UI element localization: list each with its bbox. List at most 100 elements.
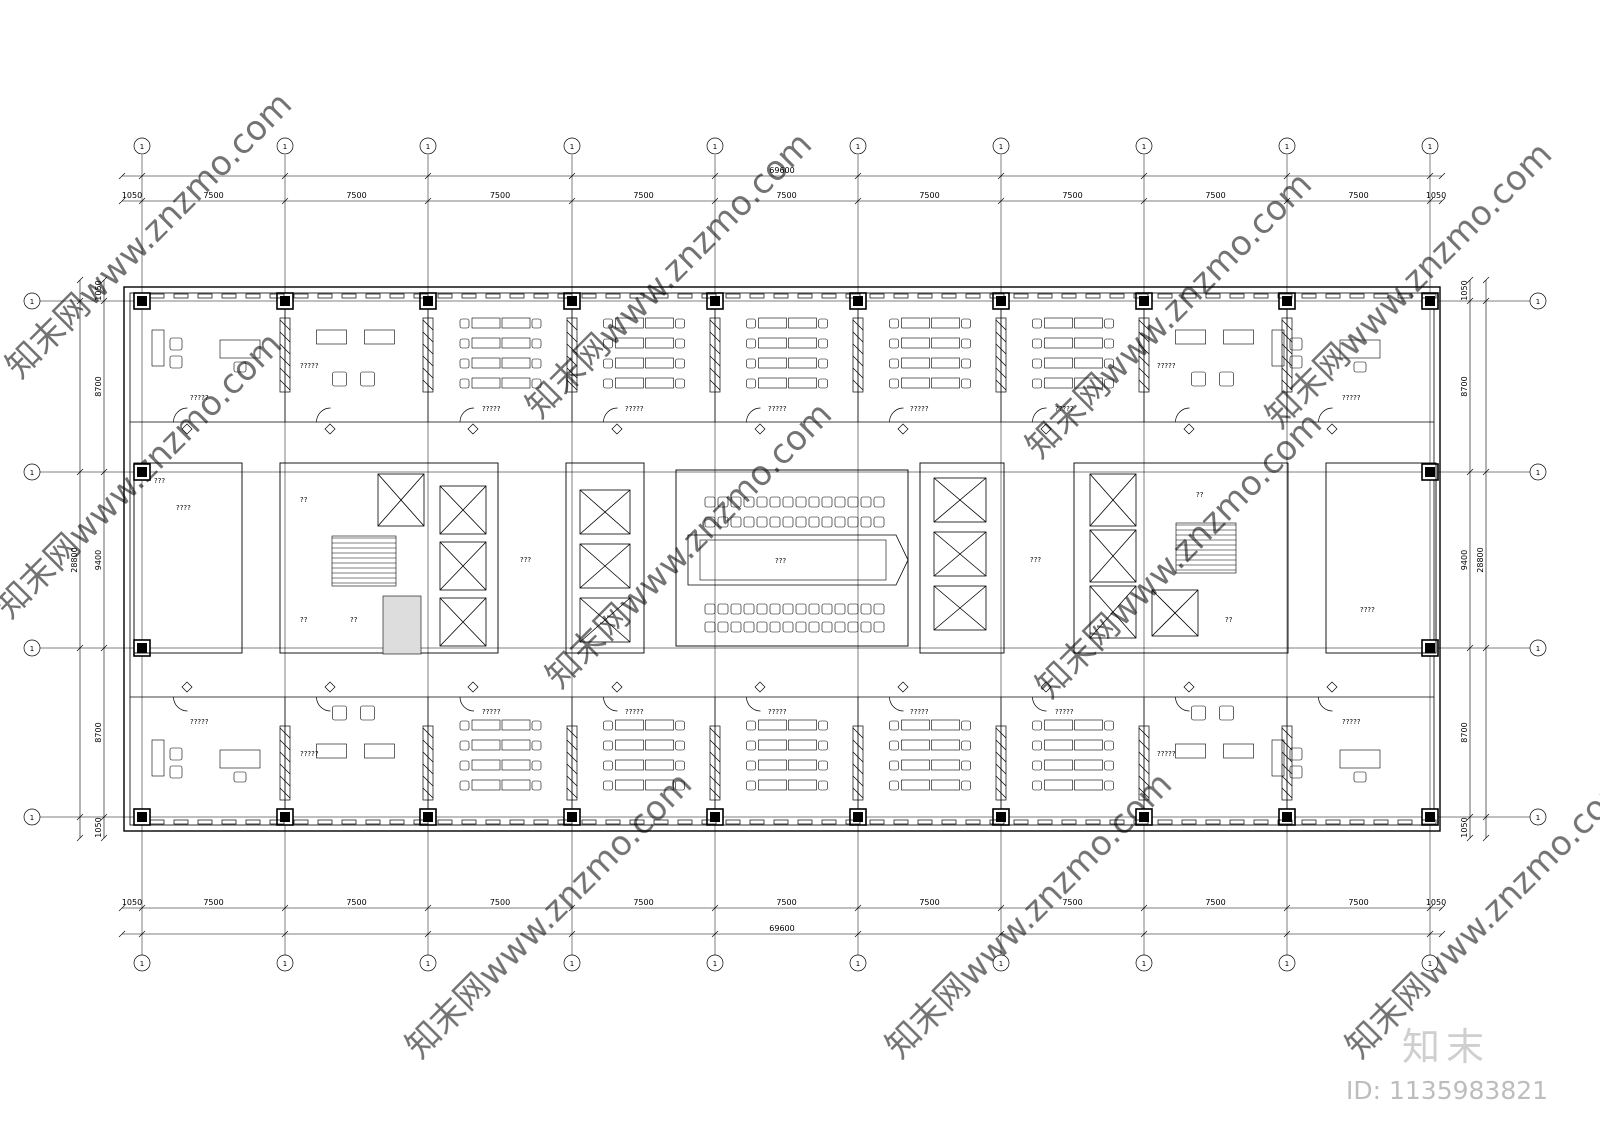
meeting-seat [756,516,768,528]
room-label: ????? [768,405,787,413]
desk [615,779,644,791]
window-mark [1013,293,1029,299]
dim-bay-label: 7500 [1348,898,1368,907]
window-mark [173,293,189,299]
stairs [331,522,1237,655]
partition-hatch [566,343,578,355]
meeting-seat [743,496,755,508]
room-label: ????? [300,750,319,758]
meeting-seat [808,621,820,633]
partition-hatch [1138,727,1150,739]
room-label: ????? [1342,394,1361,402]
window-mark [1301,819,1317,825]
chair [1104,338,1114,349]
light-fixture [1183,681,1195,693]
armchair [1191,371,1206,387]
partition-hatch [852,751,864,763]
armchair [332,371,347,387]
meeting-seat [834,603,846,615]
window-mark [773,819,789,825]
partition-hatch [995,751,1007,763]
dim-bay-label: 7500 [346,191,366,200]
elevator-car [579,489,631,535]
axis-bubble [1278,137,1296,155]
dim-end-label: 1050 [122,898,142,907]
dim-tick [100,468,108,476]
dim-tick [1426,172,1434,180]
window-mark [509,293,525,299]
right-toilet-block [1325,462,1437,654]
partition-hatch [566,751,578,763]
window-mark [749,819,765,825]
window-mark [845,819,861,825]
partition-hatch [1281,775,1293,787]
desk [1074,779,1103,791]
meeting-seat [756,496,768,508]
chair [818,338,828,349]
partition-hatch [422,343,434,355]
window-mark [1397,819,1413,825]
dim-tick [76,813,84,821]
partition-screen [1138,725,1150,801]
window-mark [1085,819,1101,825]
meeting-seat [860,516,872,528]
window-mark [1061,293,1077,299]
sofa [151,739,165,777]
partition-hatch [1138,763,1150,775]
partition-hatch [709,739,721,751]
axis-bubble-label: 1 [713,960,717,968]
light-fixture [324,681,336,693]
column-core [137,643,147,653]
partition-hatch [422,319,434,331]
chair [603,378,613,389]
chair [818,780,828,791]
door-swing [746,407,761,423]
window-mark [341,819,357,825]
desk [788,779,817,791]
partition-hatch [279,739,291,751]
window-mark [1205,293,1221,299]
desk [615,337,644,349]
elevator-cross [933,531,987,577]
window-mark [1421,819,1437,825]
desk [645,337,674,349]
armchair [1289,765,1303,779]
meeting-seat [717,621,729,633]
light-fixture [1183,423,1195,435]
dim-side-label: 1050 [94,280,103,300]
chair [818,720,828,731]
chair [746,318,756,329]
desk [758,779,787,791]
meeting-seat [860,603,872,615]
elevator-shafts [377,473,1199,647]
meeting-seats [704,496,885,633]
desk [758,719,787,731]
room-label: ????? [190,718,209,726]
dim-tick [1438,904,1446,912]
window-mark [701,293,717,299]
chair [1104,318,1114,329]
dim-bay-label: 7500 [346,898,366,907]
door-swing [1175,407,1190,423]
window-mark [941,819,957,825]
dim-tick [76,468,84,476]
chair [531,780,542,791]
partition-hatch [566,367,578,379]
room-label: ??? [520,556,531,564]
exec-desk [1339,339,1381,359]
window-mark [845,293,861,299]
dim-tick [118,904,126,912]
meeting-seat [795,621,807,633]
desk [1074,337,1103,349]
chair [531,720,542,731]
axis-bubble [992,954,1010,972]
chair [603,338,613,349]
meeting-seat [743,603,755,615]
dim-tick [1426,197,1434,205]
room-label: ????? [1342,718,1361,726]
axis-bubble [563,137,581,155]
partition-hatch [995,763,1007,775]
window-mark [749,293,765,299]
